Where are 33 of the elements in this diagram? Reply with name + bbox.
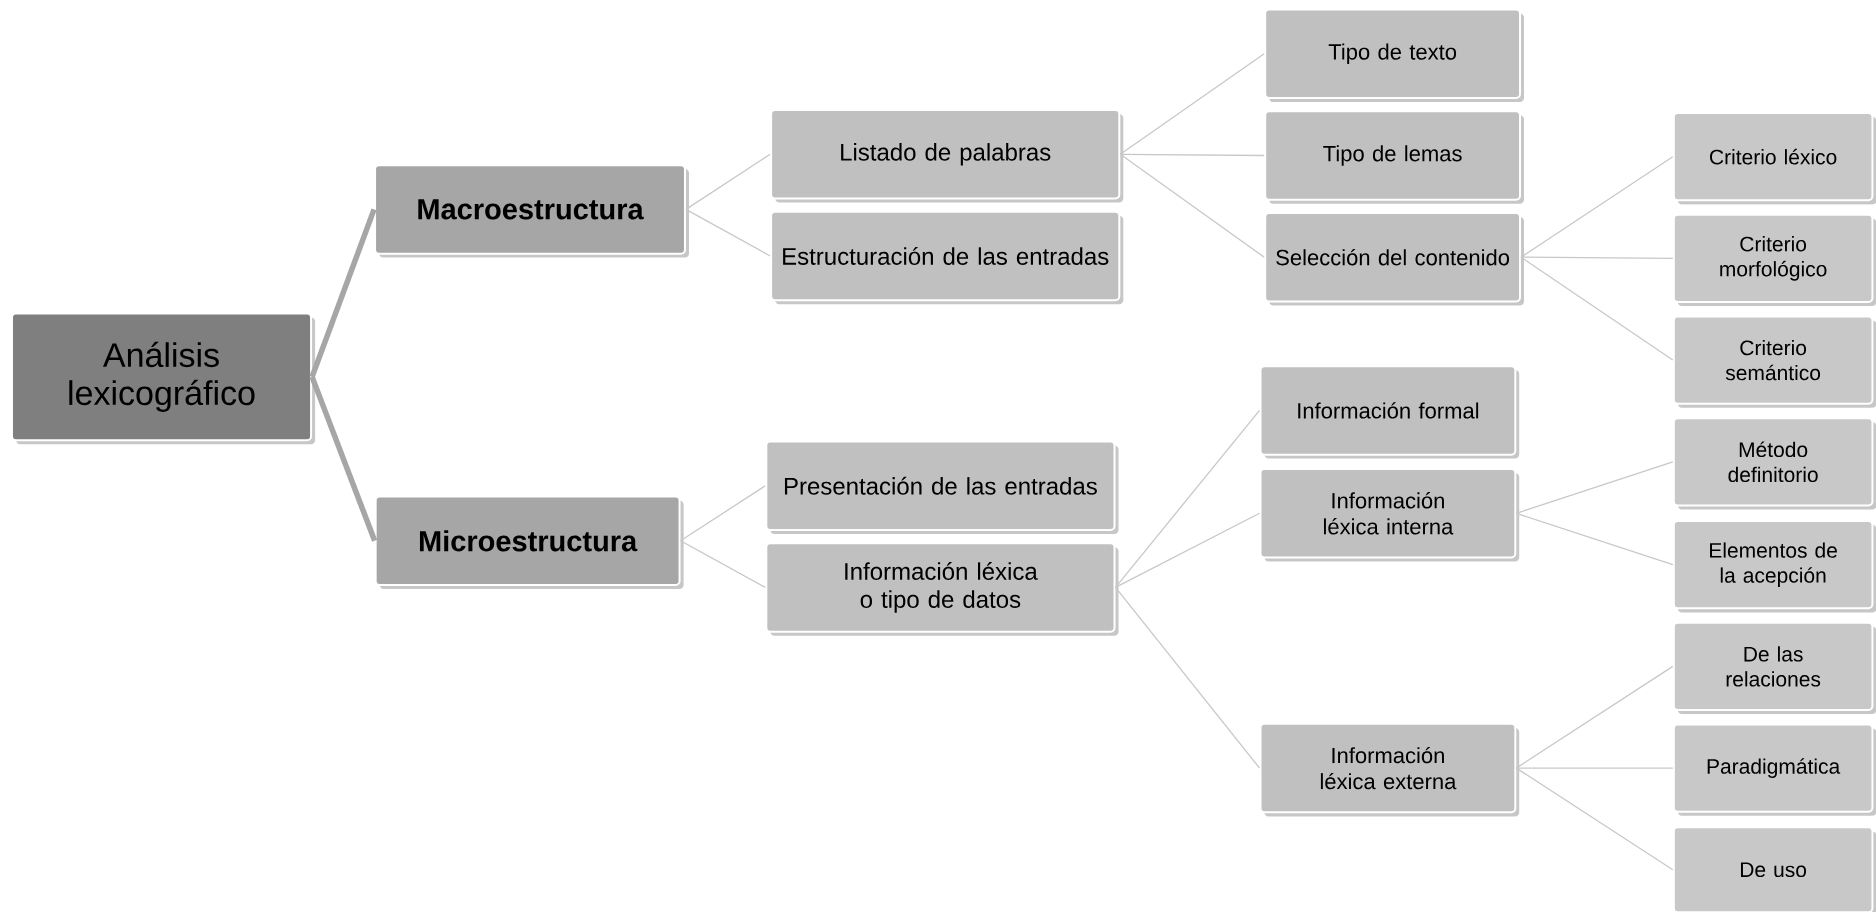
topic-box: Selección del contenido (1264, 211, 1521, 303)
topic-box: Tipo de lemas (1264, 110, 1521, 201)
topic-box: Método definitorio (1672, 417, 1874, 507)
connector-line (309, 375, 378, 542)
connector-line (1520, 256, 1674, 361)
topic-box: De las relaciones (1672, 621, 1874, 712)
topic-box: Información léxica o tipo de datos (765, 542, 1116, 633)
topic-box: Información formal (1259, 365, 1517, 456)
topic-box: Información léxica interna (1259, 468, 1517, 559)
topic-box: Microestructura (374, 495, 681, 587)
topic-box: Paradigmática (1672, 723, 1874, 813)
topic-box: Tipo de texto (1264, 8, 1521, 100)
connector-line (309, 208, 377, 378)
topic-box: Criterio semántico (1672, 315, 1874, 405)
connector-line (1520, 156, 1674, 258)
connector-line (1114, 409, 1261, 589)
connector-line (1114, 586, 1261, 769)
connector-line (1515, 665, 1674, 769)
topic-box: Macroestructura (374, 164, 686, 255)
topic-box: Criterio léxico (1672, 112, 1874, 202)
topic-box: Listado de palabras (770, 109, 1121, 200)
topic-box: Presentación de las entradas (765, 440, 1116, 532)
topic-box: Criterio morfológico (1672, 213, 1874, 304)
connector-line (679, 540, 766, 589)
topic-box: De uso (1672, 826, 1874, 912)
connector-line (685, 208, 771, 257)
topic-box: Información léxica externa (1259, 722, 1517, 814)
topic-box: Análisis lexicográfico (10, 312, 313, 442)
connector-line (1119, 53, 1265, 155)
topic-box: Estructuración de las entradas (770, 210, 1121, 302)
topic-box: Elementos de la acepción (1672, 520, 1874, 610)
connector-line (679, 485, 766, 542)
connector-line (685, 153, 771, 211)
